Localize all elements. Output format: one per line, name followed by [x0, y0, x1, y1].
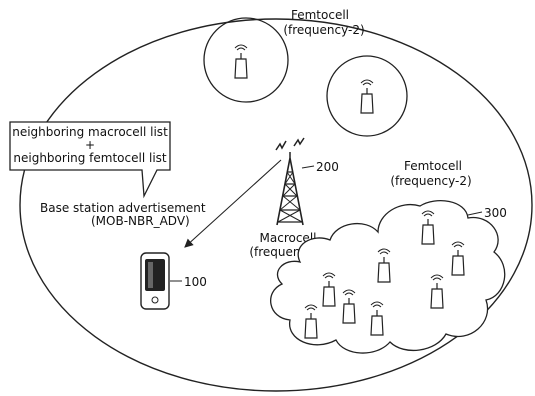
femtocell-antenna-icon [360, 79, 374, 114]
advertisement-callout-bubble [9, 121, 171, 199]
callout-macrocell-list: neighboring macrocell list [12, 125, 168, 139]
femtocell-top-label: Femtocell [291, 8, 349, 22]
femtocell-cluster-ref-leader [467, 211, 483, 216]
macrocell-label: Macrocell [260, 231, 317, 245]
advertisement-title: Base station advertisement [40, 201, 206, 215]
femtocell-coverage-right [326, 55, 408, 137]
macrocell-tower-icon [275, 137, 305, 226]
callout-plus: + [85, 138, 95, 152]
femtocell-antenna-icon [234, 44, 248, 79]
femtocell-right-label: Femtocell [404, 159, 462, 173]
advertisement-arrow [184, 159, 282, 248]
femtocell-cluster-ref: 300 [484, 206, 507, 220]
mobile-ref: 100 [184, 275, 207, 289]
femtocell-coverage-left [203, 17, 289, 103]
macrocell-ref-leader [301, 165, 315, 169]
femtocell-right-frequency: (frequency-2) [390, 174, 471, 188]
macrocell-coverage-area [19, 18, 533, 392]
mobile-station-icon [140, 252, 170, 310]
macrocell-ref: 200 [316, 160, 339, 174]
callout-femtocell-list: neighboring femtocell list [13, 151, 167, 165]
advertisement-message: (MOB-NBR_ADV) [91, 214, 190, 228]
femtocell-top-frequency: (frequency-2) [283, 23, 364, 37]
